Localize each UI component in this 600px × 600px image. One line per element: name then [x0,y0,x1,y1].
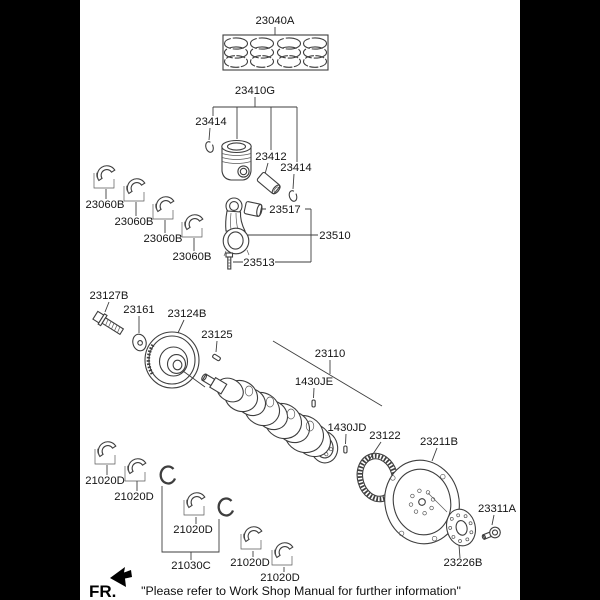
part-label-23161[interactable]: 23161 [123,304,154,316]
part-label-21020d-3[interactable]: 21020D [173,524,213,536]
part-label-23127b[interactable]: 23127B [90,290,129,302]
crankshaft-bolt-graphic [92,301,125,336]
part-label-23124b[interactable]: 23124B [168,308,207,320]
part-label-23211b[interactable]: 23211B [420,436,458,448]
dowel-pin-upper-graphic [311,387,316,408]
part-label-21020d-4[interactable]: 21020D [230,557,270,569]
black-bar-left [0,0,80,600]
part-label-21030c[interactable]: 21030C [171,560,211,572]
part-label-23040a[interactable]: 23040A [256,15,295,27]
rod-bolt-graphic [225,252,311,270]
part-label-23414-left[interactable]: 23414 [195,116,226,128]
part-label-23060b-3[interactable]: 23060B [144,233,183,245]
connecting-rod-graphic [222,197,250,257]
part-label-23311a[interactable]: 23311A [478,503,517,515]
part-label-23412[interactable]: 23412 [255,151,286,163]
washer-graphic [132,316,147,352]
part-label-21020d-2[interactable]: 21020D [114,491,154,503]
snap-ring-left-graphic [205,127,214,153]
exploded-parts-diagram: 23040A 23410G 23414 23412 23414 23517 23… [85,15,517,600]
rod-bearing-shell [123,174,146,202]
main-bearing-shell [271,538,294,566]
parts-diagram-canvas: 23040A 23410G 23414 23412 23414 23517 23… [80,0,520,600]
part-label-23510[interactable]: 23510 [319,230,350,242]
part-label-23060b-2[interactable]: 23060B [115,216,154,228]
part-label-23125[interactable]: 23125 [201,329,232,341]
part-label-23122[interactable]: 23122 [369,430,400,442]
drive-plate-bolt-graphic [481,514,501,540]
piston-ring-set-graphic [222,27,329,71]
rod-bearing-shell [181,210,204,238]
part-label-1430jd[interactable]: 1430JD [328,422,367,434]
part-label-23517[interactable]: 23517 [269,204,300,216]
drive-plate-graphic [384,447,460,545]
piston-graphic [221,139,252,181]
part-label-23226b[interactable]: 23226B [444,557,483,569]
woodruff-key-graphic [212,340,221,362]
thrust-washer-clip [159,465,177,485]
part-label-23060b-4[interactable]: 23060B [173,251,212,263]
thrust-bearing-bracket [161,486,220,560]
main-bearing-shell [240,522,263,550]
rod-bearing-shell [152,192,175,220]
snap-ring-right-graphic [288,173,298,202]
damper-pulley-graphic [144,319,206,389]
piston-assy-bracket [212,97,298,162]
part-label-21020d-1[interactable]: 21020D [85,475,125,487]
crankshaft-graphic [201,340,383,464]
rod-bushing-graphic [243,201,312,262]
part-label-21020d-5[interactable]: 21020D [260,572,300,584]
front-direction-arrow-icon [110,567,132,587]
front-direction-label: FR. [89,582,116,600]
part-label-23513[interactable]: 23513 [243,257,274,269]
main-bearing-shell [183,488,206,516]
footer-note: "Please refer to Work Shop Manual for fu… [141,584,461,598]
part-label-23110[interactable]: 23110 [315,348,346,360]
dowel-pin-lower-graphic [343,433,348,454]
part-label-1430je[interactable]: 1430JE [295,376,334,388]
part-label-23414-right[interactable]: 23414 [280,162,311,174]
thrust-washer-clip [217,497,235,517]
main-bearing-ticks [106,465,285,572]
piston-pin-graphic [256,162,281,195]
main-bearing-shell [94,437,117,465]
part-label-23060b-1[interactable]: 23060B [86,199,125,211]
main-bearing-shell [124,454,147,482]
adapter-plate-graphic [446,508,476,559]
rod-bearing-ticks [105,189,195,251]
part-label-23410g[interactable]: 23410G [235,85,275,97]
black-bar-right [520,0,600,600]
rod-bearing-shell [93,161,116,189]
